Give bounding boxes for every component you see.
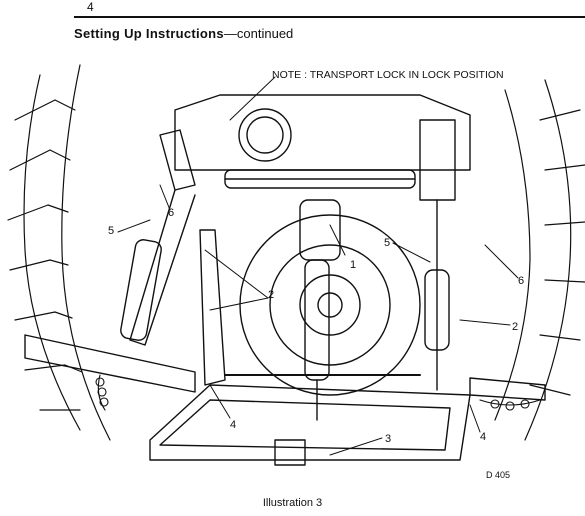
callout-leaders (117, 76, 519, 456)
header-rule (74, 16, 585, 18)
callout-4-right: 4 (480, 431, 486, 443)
section-heading: Setting Up Instructions—continued (74, 26, 293, 41)
axle-housing (174, 94, 471, 396)
right-lift-arm (419, 119, 456, 391)
callout-4-left: 4 (230, 419, 236, 431)
heading-title: Setting Up Instructions (74, 26, 224, 41)
figure-caption: Illustration 3 (262, 497, 323, 509)
rear-lamp (238, 108, 292, 162)
callout-5-right: 5 (384, 237, 390, 249)
callout-5-left: 5 (108, 225, 114, 237)
right-tyre (494, 79, 585, 441)
left-lift-arm (120, 129, 196, 346)
drawbar-frame (24, 334, 546, 466)
drawing-code: D 405 (486, 470, 510, 480)
callout-2-right: 2 (512, 321, 518, 333)
callout-6-left: 6 (168, 207, 174, 219)
page-number: 4 (87, 0, 94, 14)
left-tyre (7, 64, 111, 441)
callout-6-right: 6 (518, 275, 524, 287)
heading-suffix: —continued (223, 26, 294, 41)
stabiliser-chains (95, 374, 541, 411)
callout-2-left: 2 (268, 289, 274, 301)
tractor-linkage-illustration: NOTE : TRANSPORT LOCK IN LOCK POSITION 1… (7, 64, 585, 480)
lower-links (199, 229, 421, 386)
callout-3: 3 (385, 433, 391, 445)
cross-shaft (224, 169, 416, 189)
callout-1: 1 (350, 259, 356, 271)
note-label: NOTE : TRANSPORT LOCK IN LOCK POSITION (272, 69, 504, 81)
top-link (299, 199, 341, 421)
